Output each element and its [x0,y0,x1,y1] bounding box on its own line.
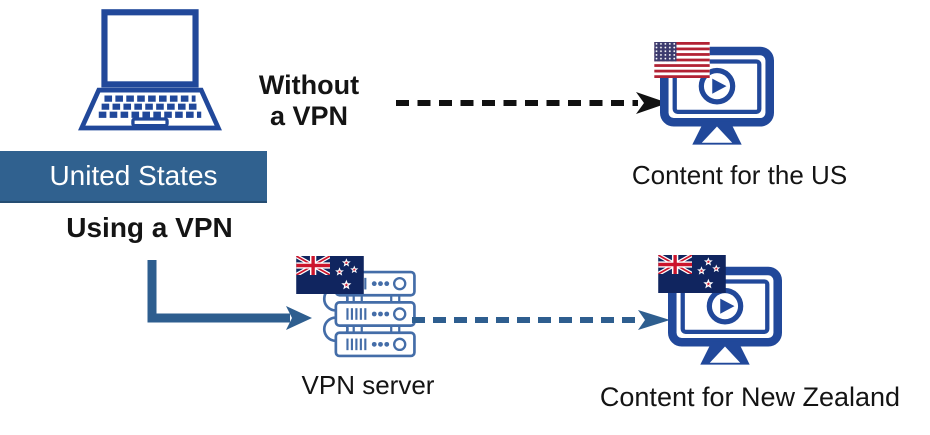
server-nz-flag-icon [296,256,364,294]
without-vpn-label: Without a VPN [258,70,360,132]
source-country-banner: United States [0,151,267,203]
us-flag-icon [654,42,710,78]
using-vpn-label: Using a VPN [66,212,233,243]
without-vpn-arrow [396,92,668,114]
source-country-label: United States [49,160,218,191]
server-to-content-arrow [412,310,670,330]
content-nz-label: Content for New Zealand [599,382,901,412]
nz-flag-icon [658,255,726,293]
laptop-icon [78,9,222,131]
content-us-label: Content for the US [631,160,848,190]
vpn-server-label: VPN server [301,370,435,400]
using-vpn-arrow [147,260,312,330]
